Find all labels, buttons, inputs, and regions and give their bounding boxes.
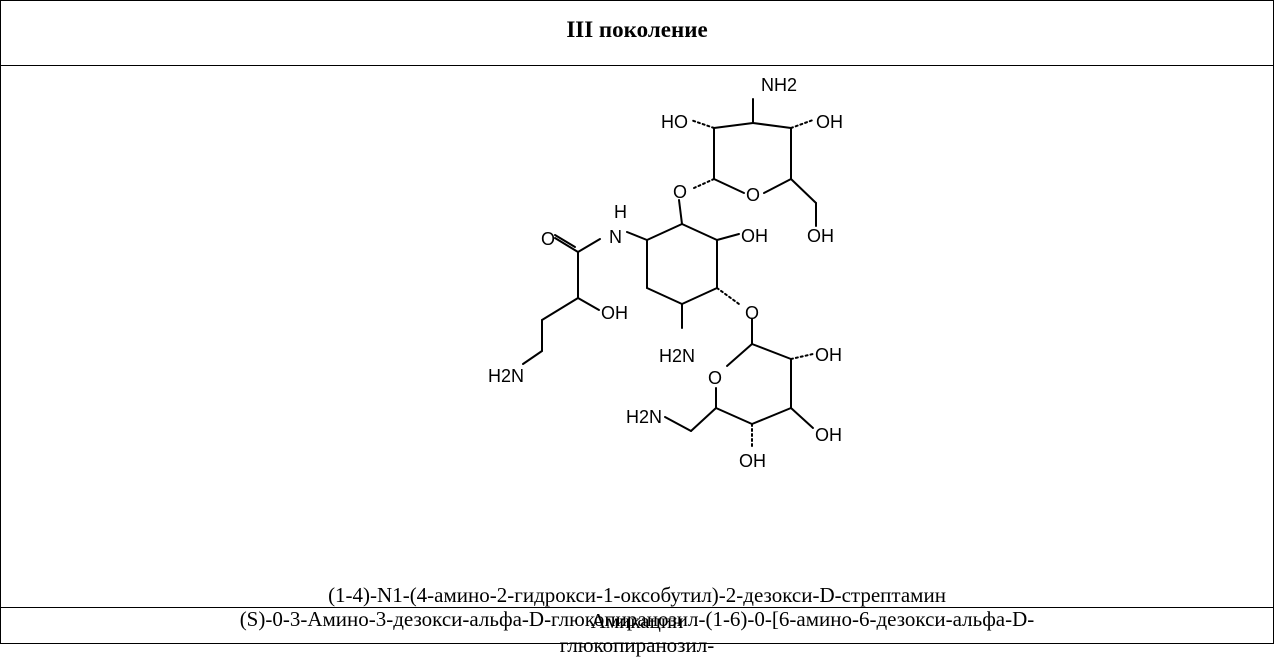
bond	[713, 122, 754, 129]
header-row: III поколение	[0, 0, 1274, 66]
bond	[751, 407, 792, 425]
hydroxyl-label: OH	[601, 303, 628, 323]
bond	[690, 119, 715, 129]
bond	[577, 297, 600, 311]
bond	[554, 237, 579, 253]
bond	[790, 178, 817, 204]
bond	[790, 407, 814, 429]
bond	[790, 119, 814, 129]
amikacin-structure-diagram: NH2 HO OH O O OH H N O OH OH O H2N H2N O…	[488, 75, 843, 471]
oxygen-label: O	[673, 182, 687, 202]
hydroxyl-label: OH	[815, 345, 842, 365]
bond	[664, 416, 692, 432]
ring-oxygen-label: O	[708, 368, 722, 388]
hydroxyl-label: OH	[815, 425, 842, 445]
hydroxyl-label: OH	[741, 226, 768, 246]
chemical-name-line: (S)-0-3-Амино-3-дезокси-альфа-D-глюкопир…	[239, 607, 1035, 631]
bond	[646, 223, 683, 241]
amino-label: H2N	[488, 366, 524, 386]
hydroxyl-label: HO	[661, 112, 688, 132]
bond	[763, 178, 792, 194]
bond	[681, 287, 718, 305]
bond	[693, 178, 715, 189]
amino-label: H2N	[659, 346, 695, 366]
bond	[646, 287, 683, 305]
amide-hydrogen-label: H	[614, 202, 627, 222]
generation-title: III поколение	[566, 17, 708, 42]
bond	[752, 122, 792, 129]
bond	[713, 178, 745, 194]
bond	[681, 223, 718, 241]
bond	[715, 407, 753, 425]
amide-nitrogen-label: N	[609, 227, 622, 247]
bond	[577, 238, 601, 253]
carbonyl-oxygen-label: O	[541, 229, 555, 249]
bond	[726, 343, 753, 367]
chemical-name-line: (1-4)-N1-(4-амино-2-гидрокси-1-оксобутил…	[328, 583, 946, 607]
drug-name: Амикацин	[590, 609, 684, 633]
amino-label: NH2	[761, 75, 797, 95]
hydroxyl-label: OH	[739, 451, 766, 471]
bond	[790, 353, 814, 360]
bond	[751, 343, 792, 360]
bond	[678, 199, 683, 225]
bond	[690, 407, 717, 432]
drug-row: Амикацин	[0, 607, 1274, 644]
bond	[554, 234, 576, 248]
structure-row: NH2 HO OH O O OH H N O OH OH O H2N H2N O…	[0, 65, 1274, 657]
ring-oxygen-label: O	[746, 185, 760, 205]
bond	[716, 233, 740, 241]
oxygen-label: O	[745, 303, 759, 323]
hydroxyl-label: OH	[816, 112, 843, 132]
bond	[626, 231, 648, 241]
bond	[716, 287, 740, 305]
amino-label: H2N	[626, 407, 662, 427]
bond	[522, 350, 543, 365]
bond	[541, 297, 579, 321]
hydroxyl-label: OH	[807, 226, 834, 246]
